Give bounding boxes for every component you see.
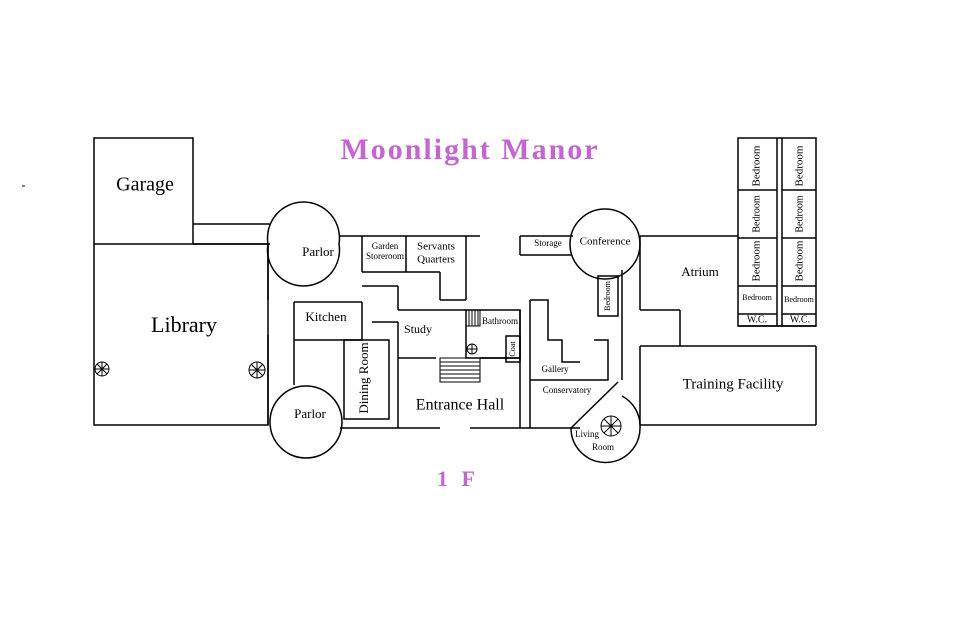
dining-room: Dining Room [343, 339, 390, 420]
garden-label: Garden [372, 241, 399, 251]
small-bedroom: Bedroom [597, 275, 619, 317]
parlor-south-room: Parlor [269, 385, 343, 459]
parlor-south-label: Parlor [294, 406, 326, 421]
kitchen-room: Kitchen [293, 285, 399, 385]
servants-wing: Garden Storeroom Servants Quarters [361, 236, 467, 301]
garage-room: Garage [93, 137, 270, 245]
gallery-room: Gallery Conservatory [529, 299, 609, 428]
bedroom-left-4-label: Bedroom [742, 293, 773, 302]
wc-left-label: W.C. [747, 314, 767, 325]
study-label: Study [404, 322, 432, 336]
manor-title: Moonlight Manor [340, 133, 599, 166]
servants-label: Servants [417, 241, 455, 253]
atrium-room: Atrium [639, 235, 816, 346]
dining-room-label: Dining Room [356, 342, 371, 413]
parlor-north-room: Parlor [266, 201, 341, 287]
fireplace-icon-bath [466, 343, 478, 355]
atrium-label: Atrium [681, 264, 719, 279]
quarters-label: Quarters [417, 254, 455, 266]
library-label: Library [151, 312, 217, 337]
entrance-hall-label: Entrance Hall [416, 397, 505, 414]
bedroom-wing: Bedroom Bedroom Bedroom Bedroom W.C. Bed… [737, 137, 817, 327]
kitchen-label: Kitchen [305, 309, 347, 324]
fireplace-icon-living [600, 415, 622, 437]
conference-label: Conference [580, 236, 631, 248]
wc-right-label: W.C. [790, 314, 810, 325]
garage-label: Garage [116, 174, 174, 196]
storage-label: Storage [534, 238, 562, 248]
bedroom-left-3-label: Bedroom [751, 240, 763, 281]
bedroom-right-4-label: Bedroom [784, 295, 815, 304]
gallery-label: Gallery [542, 364, 569, 374]
bedroom-right-3-label: Bedroom [794, 240, 806, 281]
stairs-icon [465, 309, 481, 327]
conference-room: Conference [569, 208, 641, 280]
bedroom-left-2-label: Bedroom [751, 195, 762, 232]
bedroom-left-1-label: Bedroom [751, 145, 763, 186]
living-room: Living Room [570, 270, 641, 464]
fireplace-icon-right [248, 361, 266, 379]
coat-label: Coat [508, 341, 517, 357]
room-label: Room [592, 442, 614, 452]
conservatory-label: Conservatory [543, 385, 592, 395]
main-stairs-icon [439, 357, 481, 383]
storeroom-label: Storeroom [366, 251, 404, 261]
parlor-north-label: Parlor [302, 244, 334, 259]
training-facility: Training Facility [639, 345, 817, 426]
small-bedroom-label: Bedroom [603, 280, 612, 311]
study-room: Study [372, 309, 466, 400]
entrance-hall: Entrance Hall [397, 310, 521, 428]
storage-room: Storage [519, 236, 572, 256]
fireplace-icon-left [94, 361, 110, 377]
library-room: Library [93, 243, 269, 426]
living-label: Living [575, 429, 599, 439]
bedroom-right-2-label: Bedroom [794, 195, 805, 232]
training-facility-label: Training Facility [683, 376, 784, 392]
bathroom-label: Bathroom [482, 316, 518, 326]
bedroom-right-1-label: Bedroom [794, 145, 806, 186]
floor-label: 1 F [437, 466, 479, 491]
